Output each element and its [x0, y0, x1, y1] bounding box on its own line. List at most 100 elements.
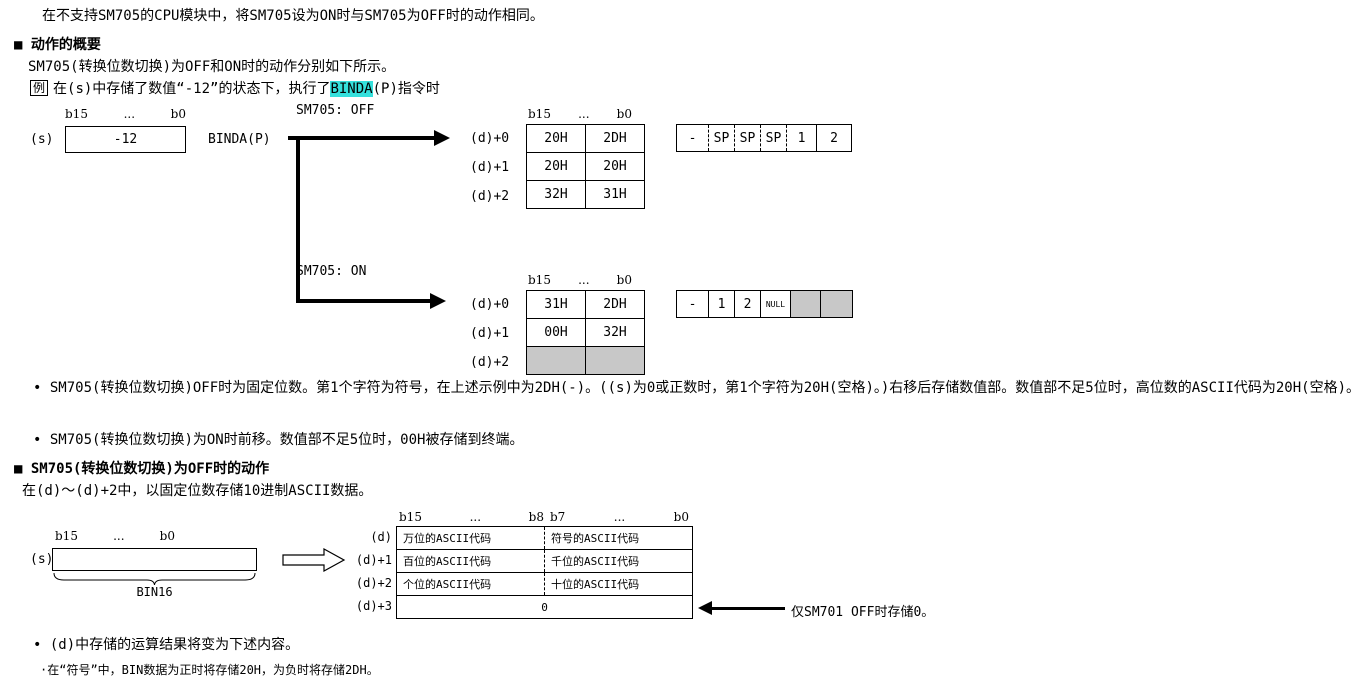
- ascii-cell: -: [677, 125, 709, 151]
- d2-row-label-3: (d)+3: [355, 599, 392, 613]
- ascii-cell: SP: [735, 125, 761, 151]
- section-off-action-title: ■ SM705(转换位数切换)为OFF时的动作: [14, 461, 270, 477]
- mem-cell: 32H: [585, 318, 645, 347]
- mem-cell: 31H: [585, 180, 645, 209]
- bit-label-high: b15: [528, 273, 551, 287]
- section-overview-title: ■ 动作的概要: [14, 37, 101, 53]
- branch-connector-line: [296, 136, 300, 303]
- bit-label-low: b0: [159, 529, 175, 543]
- bit-label: b0: [673, 510, 689, 524]
- on-ascii-strip: - 1 2 NULL: [676, 290, 853, 318]
- note-item: • SM705(转换位数切换)OFF时为固定位数。第1个字符为符号，在上述示例中…: [33, 380, 1363, 397]
- sub-note-item: ·在“符号”中，BIN数据为正时将存储20H，为负时将存储2DH。: [40, 662, 1330, 679]
- mem-cell: 20H: [526, 124, 586, 153]
- bit-label: b8: [528, 510, 544, 524]
- d2-row-label-1: (d)+1: [355, 553, 392, 567]
- d2-row-label-2: (d)+2: [355, 576, 392, 590]
- mem-cell: 20H: [585, 152, 645, 181]
- bit-label-low: b0: [616, 107, 632, 121]
- bit-label: b7: [550, 510, 566, 524]
- ascii-cell: -: [677, 291, 709, 317]
- ascii-cell: SP: [709, 125, 735, 151]
- block-arrow-icon: [282, 548, 346, 572]
- intro-text: 在不支持SM705的CPU模块中，将SM705设为ON时与SM705为OFF时的…: [42, 8, 544, 24]
- off-ascii-strip: - SP SP SP 1 2: [676, 124, 852, 152]
- ascii-cell: 2: [830, 130, 838, 146]
- mem-cell: 31H: [526, 290, 586, 319]
- ascii-cell: 1: [787, 125, 817, 151]
- source-register-box: -12: [65, 126, 186, 153]
- on-branch-label: SM705: ON: [296, 264, 367, 279]
- off-action-subtitle: 在(d)～(d)+2中，以固定位数存储10进制ASCII数据。: [22, 483, 373, 499]
- bit-label-high: b15: [55, 529, 78, 543]
- on-row-label-0: (d)+0: [470, 297, 510, 312]
- off-arrow-head-icon: [434, 130, 450, 146]
- mem-cell: 20H: [526, 152, 586, 181]
- source-register-label: (s): [30, 132, 54, 147]
- bit-label-dots: ...: [123, 107, 136, 121]
- ascii-cell: 2: [735, 291, 761, 317]
- bit-label-dots: ...: [113, 529, 125, 543]
- bit-label-high: b15: [528, 107, 551, 121]
- storage-cell: 千位的ASCII代码: [544, 549, 693, 573]
- d2-storage-table: 万位的ASCII代码 符号的ASCII代码 百位的ASCII代码 千位的ASCI…: [396, 526, 693, 619]
- ascii-cell-unused: [821, 291, 852, 317]
- bit-label-dots: ...: [578, 273, 590, 287]
- source-bit-labels: b15 ... b0: [65, 107, 186, 121]
- off-branch-label: SM705: OFF: [296, 103, 375, 118]
- instruction-label: BINDA(P): [208, 132, 271, 147]
- bit-label-high: b15: [65, 107, 88, 121]
- example-badge: 例: [30, 80, 49, 96]
- underbrace-icon: [53, 572, 256, 585]
- off-row-label-0: (d)+0: [470, 131, 510, 146]
- example-text-pre: 在(s)中存储了数值“-12”的状态下，执行了: [53, 81, 331, 97]
- off-memory-table: 20H 2DH 20H 20H 32H 31H: [526, 124, 645, 209]
- storage-cell-zero: 0: [396, 595, 693, 619]
- ascii-cell: SP: [761, 125, 787, 151]
- mem-cell-unused: [585, 346, 645, 375]
- storage-cell: 个位的ASCII代码: [396, 572, 545, 596]
- overview-subtitle: SM705(转换位数切换)为OFF和ON时的动作分别如下所示。: [28, 59, 396, 75]
- on-row-label-1: (d)+1: [470, 326, 510, 341]
- bullet-icon: •: [33, 432, 42, 448]
- d2-bit-labels-high: b15 ... b8: [399, 510, 544, 524]
- on-table-bit-labels: b15 ... b0: [528, 273, 632, 287]
- d2-bit-labels: b15 ... b8 b7 ... b0: [399, 510, 689, 524]
- note-text: (d)中存储的运算结果将变为下述内容。: [49, 637, 300, 653]
- storage-cell: 万位的ASCII代码: [396, 526, 545, 550]
- off-table-bit-labels: b15 ... b0: [528, 107, 632, 121]
- on-arrow-line: [296, 299, 430, 303]
- storage-cell: 十位的ASCII代码: [544, 572, 693, 596]
- bit-label-dots: ...: [578, 107, 590, 121]
- bullet-icon: ·: [40, 663, 48, 677]
- bit-label: b15: [399, 510, 422, 524]
- d2-source-register-box: [52, 548, 257, 571]
- on-row-label-2: (d)+2: [470, 355, 510, 370]
- note-text: SM705(转换位数切换)OFF时为固定位数。第1个字符为符号，在上述示例中为2…: [49, 380, 1361, 396]
- d2-source-register-label: (s): [30, 552, 54, 567]
- ascii-cell: 1: [709, 291, 735, 317]
- on-arrow-head-icon: [430, 293, 446, 309]
- example-text-post: (P)指令时: [372, 81, 440, 97]
- storage-cell: 符号的ASCII代码: [544, 526, 693, 550]
- mem-cell: 2DH: [585, 290, 645, 319]
- bullet-icon: •: [33, 637, 42, 653]
- off-arrow-line: [288, 136, 434, 140]
- mem-cell-unused: [526, 346, 586, 375]
- ascii-cell-unused: [791, 291, 821, 317]
- off-row-label-2: (d)+2: [470, 189, 510, 204]
- d2-source-caption: BIN16: [136, 585, 173, 599]
- note-text: SM705(转换位数切换)为ON时前移。数值部不足5位时，00H被存储到终端。: [49, 432, 524, 448]
- mem-cell: 2DH: [585, 124, 645, 153]
- off-row-label-1: (d)+1: [470, 160, 510, 175]
- bit-label-low: b0: [616, 273, 632, 287]
- example-line: 例在(s)中存储了数值“-12”的状态下，执行了BINDA(P)指令时: [30, 78, 440, 98]
- ascii-cell-null: NULL: [761, 291, 791, 317]
- d2-row-label-0: (d): [370, 530, 392, 544]
- mem-cell: 00H: [526, 318, 586, 347]
- storage-note-text: 仅SM701 OFF时存储0。: [791, 605, 935, 620]
- note-arrow-line: [712, 607, 785, 610]
- bullet-icon: •: [33, 380, 42, 396]
- bit-label: ...: [613, 510, 626, 524]
